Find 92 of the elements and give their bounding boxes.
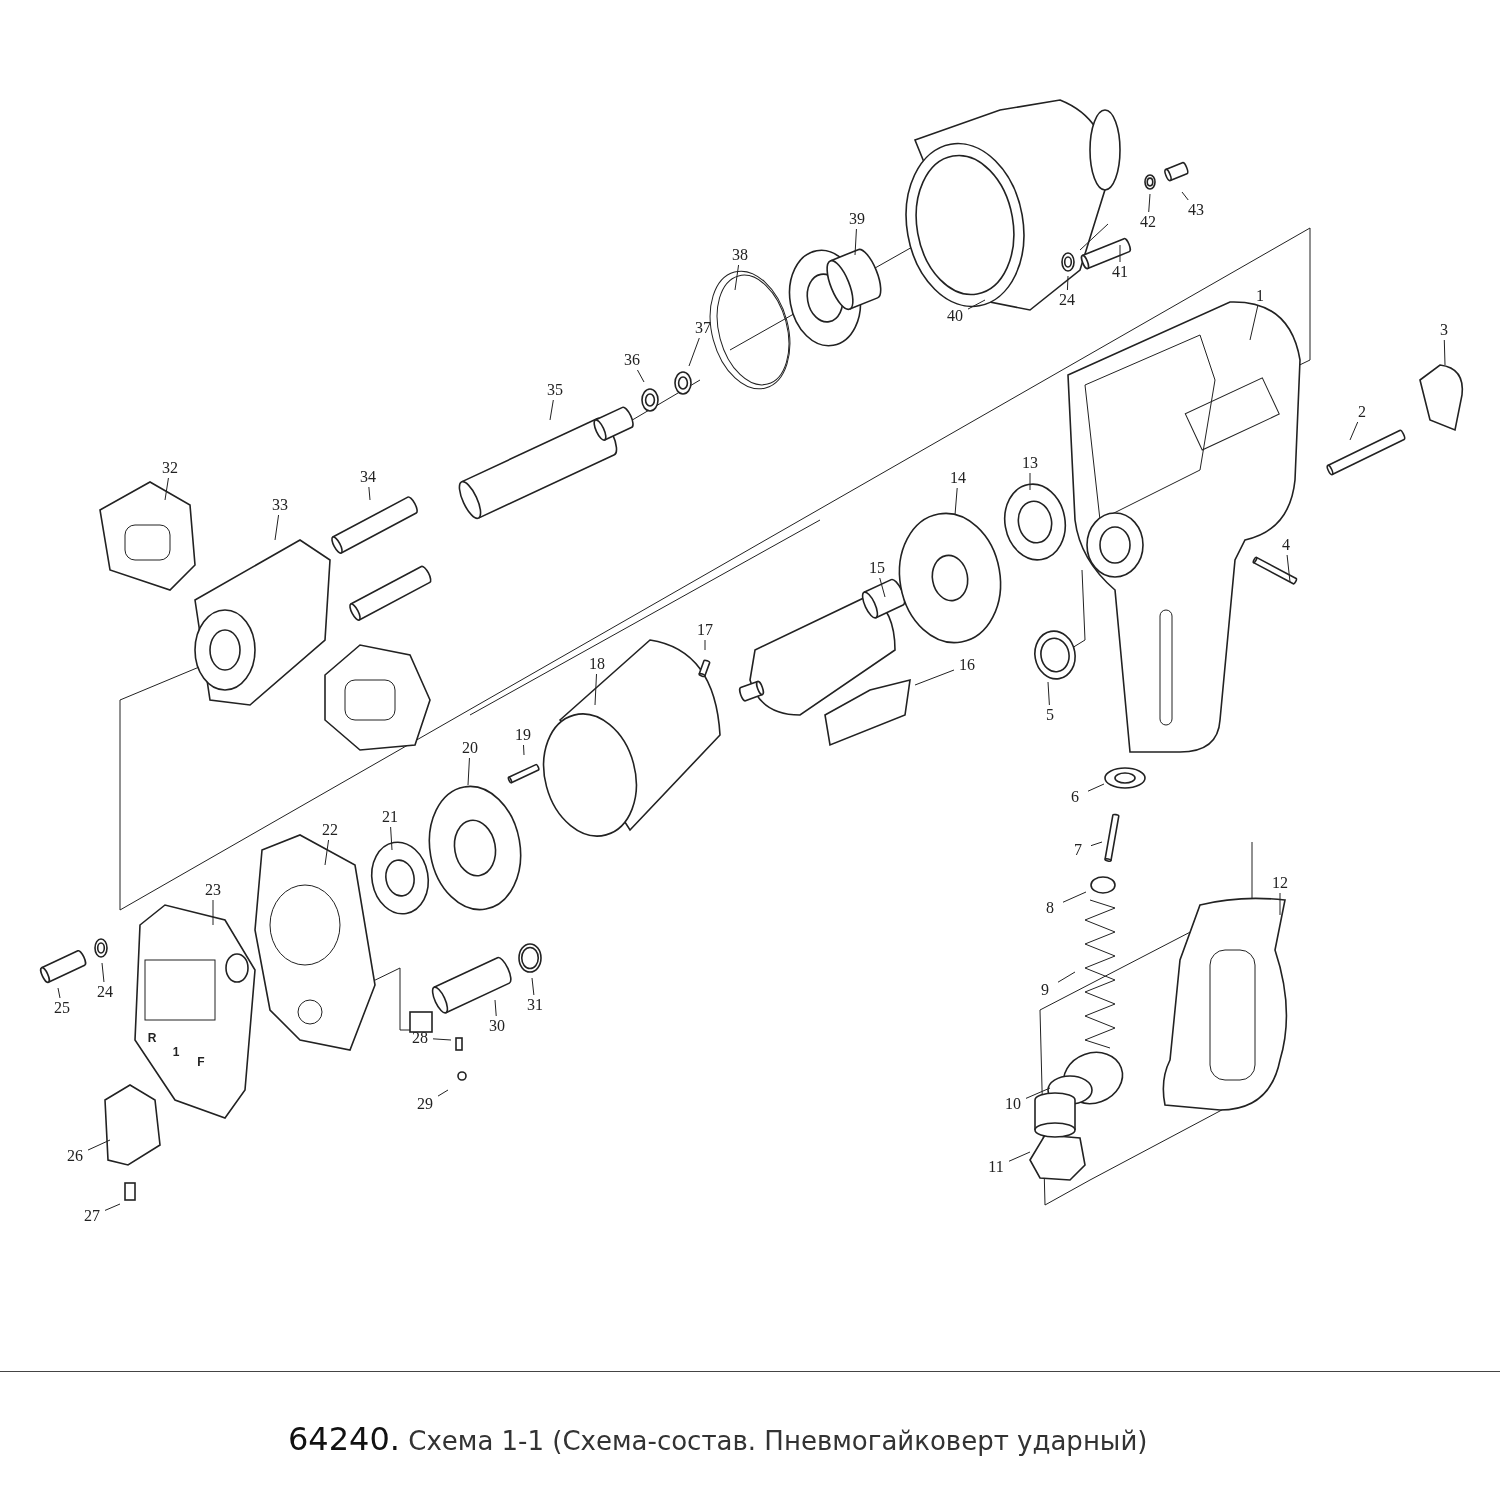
leader-line <box>1057 971 1076 983</box>
callout-number: 4 <box>1274 536 1298 554</box>
callout-number: 33 <box>268 496 292 514</box>
direction-marking: R <box>147 1031 157 1045</box>
callout-number: 7 <box>1066 841 1090 859</box>
callout-number: 3 <box>1432 321 1456 339</box>
callout-number: 24 <box>1055 291 1079 309</box>
leader-line <box>1062 891 1087 903</box>
leader-line <box>549 399 554 421</box>
callout-number: 35 <box>543 381 567 399</box>
leader-line <box>954 487 958 516</box>
leader-line <box>1279 892 1281 916</box>
callout-number: 2 <box>1350 403 1374 421</box>
callout-number: 20 <box>458 739 482 757</box>
leader-line <box>854 228 857 256</box>
callout-number: 22 <box>318 821 342 839</box>
leader-line <box>879 577 886 598</box>
callout-number: 1 <box>1248 287 1272 305</box>
callout-number: 26 <box>63 1147 87 1165</box>
leader-line <box>368 486 371 501</box>
leader-line <box>324 839 330 866</box>
callout-number: 24 <box>93 983 117 1001</box>
leader-line <box>437 1089 449 1097</box>
leader-line <box>1249 305 1259 341</box>
leader-line <box>1025 1087 1051 1099</box>
callout-number: 41 <box>1108 263 1132 281</box>
callout-number: 15 <box>865 559 889 577</box>
callout-number: 10 <box>1001 1095 1025 1113</box>
leader-line <box>1349 421 1359 441</box>
callout-number: 31 <box>523 996 547 1014</box>
leader-line <box>1066 275 1069 291</box>
callout-number: 40 <box>943 307 967 325</box>
callout-number: 28 <box>408 1029 432 1047</box>
callout-number: 21 <box>378 808 402 826</box>
leader-line <box>594 673 597 706</box>
callout-number: 42 <box>1136 213 1160 231</box>
leader-line <box>494 999 497 1017</box>
callout-number: 36 <box>620 351 644 369</box>
leader-line <box>212 899 214 926</box>
leader-line <box>636 369 645 383</box>
leader-line <box>101 962 105 983</box>
leader-line <box>1181 191 1189 201</box>
leader-line <box>523 744 525 756</box>
callout-number: 13 <box>1018 454 1042 472</box>
leader-line <box>531 977 535 996</box>
leader-line <box>1008 1151 1031 1162</box>
leader-line <box>704 639 706 651</box>
leader-line <box>390 826 393 851</box>
leader-line <box>1443 339 1446 366</box>
leader-line <box>734 264 740 291</box>
caption: 64240. Схема 1-1 (Схема-состав. Пневмогайковерт ударный) <box>288 1420 1148 1458</box>
leader-line <box>1029 472 1031 491</box>
callout-number: 18 <box>585 655 609 673</box>
callout-number: 43 <box>1184 201 1208 219</box>
leader-line <box>1090 841 1103 847</box>
leader-line <box>1148 193 1151 213</box>
leader-line <box>164 477 169 501</box>
leader-line <box>688 337 700 367</box>
callout-number: 32 <box>158 459 182 477</box>
leader-line <box>967 299 986 310</box>
callout-number: 27 <box>80 1207 104 1225</box>
callout-number: 38 <box>728 246 752 264</box>
callout-number: 19 <box>511 726 535 744</box>
callout-number: 29 <box>413 1095 437 1113</box>
callout-number: 5 <box>1038 706 1062 724</box>
callout-number: 11 <box>984 1158 1008 1176</box>
leader-line <box>432 1038 452 1041</box>
leader-line <box>57 987 61 999</box>
callout-number: 34 <box>356 468 380 486</box>
callout-number: 37 <box>691 319 715 337</box>
leader-line <box>1286 554 1291 583</box>
callout-number: 9 <box>1033 981 1057 999</box>
callout-number: 12 <box>1268 874 1292 892</box>
callout-number: 39 <box>845 210 869 228</box>
callout-number: 6 <box>1063 788 1087 806</box>
callout-number: 8 <box>1038 899 1062 917</box>
leader-line <box>914 669 955 686</box>
leader-line <box>104 1203 121 1211</box>
leader-line <box>87 1139 111 1151</box>
callout-number: 17 <box>693 621 717 639</box>
leader-line <box>467 757 470 786</box>
leader-line <box>1087 783 1105 792</box>
callout-number: 23 <box>201 881 225 899</box>
callout-number: 14 <box>946 469 970 487</box>
callout-number: 30 <box>485 1017 509 1035</box>
leader-line <box>1047 681 1050 706</box>
direction-marking: F <box>197 1055 205 1069</box>
leader-line <box>274 514 280 541</box>
callout-number: 25 <box>50 999 74 1017</box>
leader-line <box>1119 244 1121 263</box>
callout-number: 16 <box>955 656 979 674</box>
direction-marking: 1 <box>172 1045 180 1059</box>
